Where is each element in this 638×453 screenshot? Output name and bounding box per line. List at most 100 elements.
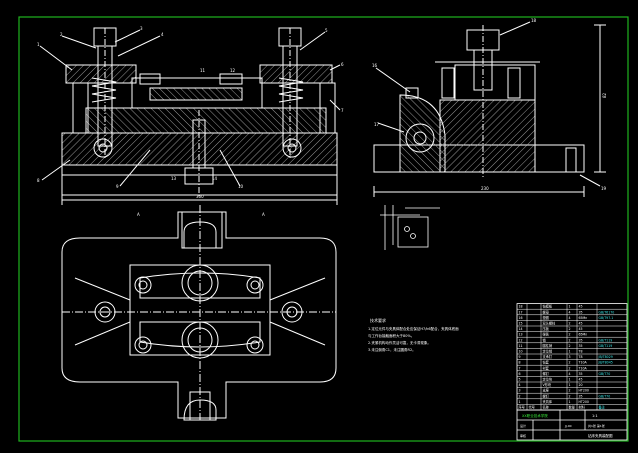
parts-list-cell: GB/T119 xyxy=(599,338,613,342)
title-block-checker: 审核 xyxy=(520,433,526,438)
parts-list-cell: 65Mn xyxy=(579,333,588,337)
parts-list-cell: 16 xyxy=(519,316,523,320)
title-block-drawing-no: JJ-00 xyxy=(564,424,572,428)
balloon-label: 14 xyxy=(212,176,218,181)
section-mark-left: A xyxy=(137,212,140,217)
title-block-scale: 1:1 xyxy=(592,414,598,418)
balloon-label: 17 xyxy=(374,122,380,127)
parts-list-cell: T10A xyxy=(578,361,588,365)
parts-list-cell: 1 xyxy=(569,305,571,309)
parts-list-cell: 3 xyxy=(519,389,521,393)
technical-notes: 技术要求 1.定位元件与夹具体配合处应保证H7/k6配合，夹具体底面 与工作台接… xyxy=(368,317,459,352)
parts-list-cell: 销 xyxy=(543,337,547,342)
title-block xyxy=(516,409,628,441)
parts-list-cell: 10 xyxy=(519,350,523,354)
parts-list-cell: 1 xyxy=(569,400,571,404)
balloon-label: 3 xyxy=(140,26,143,31)
parts-list-cell: 2 xyxy=(519,394,521,398)
balloon-label: 8 xyxy=(37,178,40,183)
parts-list-header-cell: 数量 xyxy=(569,405,576,410)
parts-list-cell: 2 xyxy=(569,366,571,370)
notes-line: 2.夹紧机构动作灵活可靠，无卡滞现象。 xyxy=(368,340,431,345)
parts-list-cell: 4 xyxy=(569,310,571,314)
parts-list-cell: 衬套 xyxy=(543,365,550,370)
parts-list-cell: 定位销 xyxy=(543,349,553,354)
parts-list-cell: 35 xyxy=(579,394,583,398)
parts-list-cell: 1 xyxy=(569,378,571,382)
parts-list-cell: 12 xyxy=(519,338,523,342)
balloon-label: 13 xyxy=(171,176,177,181)
parts-list-cell: 4 xyxy=(519,383,521,387)
front-balloons: 1 2 3 4 5 6 7 8 9 10 11 12 13 14 xyxy=(37,26,344,189)
parts-list-cell: 1 xyxy=(569,383,571,387)
notes-line: 与工作台接触面积大于80%。 xyxy=(368,333,414,338)
parts-list-cell: 18 xyxy=(519,305,523,309)
title-block-sheet: 共1张 第1张 xyxy=(588,423,605,428)
balloon-label: 11 xyxy=(200,68,206,73)
parts-list-cell: 2 xyxy=(569,322,571,326)
balloon-label: 4 xyxy=(161,32,164,37)
side-balloons: 16 17 18 19 xyxy=(372,18,607,191)
parts-list-cell: GB/T70 xyxy=(599,372,611,376)
parts-list-cell: 2 xyxy=(569,338,571,342)
parts-list-cell: 钻模板 xyxy=(543,304,553,309)
plan-view xyxy=(61,205,337,421)
balloon-label: 6 xyxy=(341,62,344,67)
notes-line: 1.定位元件与夹具体配合处应保证H7/k6配合，夹具体底面 xyxy=(368,326,459,331)
parts-list-cell: GB/T97.1 xyxy=(599,316,614,320)
detail-callout xyxy=(380,205,440,250)
parts-list-header-cell: 代号 xyxy=(529,405,535,410)
title-block-school: XX职业技术学院 xyxy=(522,413,548,418)
parts-list-cell: 15 xyxy=(519,322,523,326)
parts-list-cell: 35 xyxy=(579,344,583,348)
parts-list-header-cell: 名称 xyxy=(543,405,550,410)
parts-list-cell: 夹具体 xyxy=(543,399,553,404)
parts-list-cell: 2 xyxy=(569,344,571,348)
side-width-dimension: 230 xyxy=(481,186,489,191)
parts-list-cell: 1 xyxy=(519,400,521,404)
parts-list-header-cell: 序号 xyxy=(519,405,525,410)
balloon-label: 1 xyxy=(37,42,40,47)
parts-list-cell: 11 xyxy=(519,344,523,348)
parts-list-cell: 5 xyxy=(519,378,521,382)
side-height-dimension: 82 xyxy=(602,92,607,98)
parts-list-cell: 9 xyxy=(519,355,521,359)
parts-list-cell: 2 xyxy=(569,361,571,365)
front-width-dimension: 360 xyxy=(196,194,204,199)
parts-list-cell: 螺钉 xyxy=(543,371,550,376)
parts-list-cell: 3 xyxy=(569,355,571,359)
parts-list-cell: 35 xyxy=(579,372,583,376)
parts-list-cell: 定位块 xyxy=(543,377,553,382)
balloon-label: 12 xyxy=(230,68,236,73)
parts-list-cell: 4 xyxy=(569,372,571,376)
notes-line: 3.未注倒角C1，未注圆角R2。 xyxy=(368,347,416,352)
balloon-label: 10 xyxy=(238,184,244,189)
parts-list-cell: HT200 xyxy=(579,389,589,393)
parts-list-cell: 13 xyxy=(519,333,523,337)
title-block-designer: 设计 xyxy=(520,423,526,428)
sheet-border xyxy=(18,16,629,442)
parts-list-cell: 20 xyxy=(579,383,583,387)
parts-list-cell: 2 xyxy=(569,389,571,393)
parts-list-cell: 螺母 xyxy=(543,309,549,314)
notes-title: 技术要求 xyxy=(370,317,386,323)
parts-list-cell: 35 xyxy=(579,310,583,314)
parts-list-cell: HT200 xyxy=(579,400,589,404)
parts-list-cell: JB/T8045 xyxy=(598,361,613,365)
section-mark-right: A xyxy=(262,212,265,217)
parts-list-cell: 螺钉 xyxy=(543,393,550,398)
parts-list-cell: T10A xyxy=(578,366,588,370)
parts-list-cell: V形块 xyxy=(543,382,552,387)
parts-list-cell: 8 xyxy=(519,361,521,365)
title-block-name: 钻床夹具装配图 xyxy=(588,433,613,438)
parts-list-cell: 钻套 xyxy=(543,360,550,365)
parts-list-cell: T8 xyxy=(578,350,583,354)
side-section-view xyxy=(373,21,606,197)
parts-list-cell: 1 xyxy=(569,350,571,354)
balloon-label: 16 xyxy=(372,63,378,68)
parts-list-cell: 6 xyxy=(519,372,521,376)
parts-list-cell: 7 xyxy=(519,366,521,370)
parts-list-cell: GB/T70 xyxy=(599,394,611,398)
